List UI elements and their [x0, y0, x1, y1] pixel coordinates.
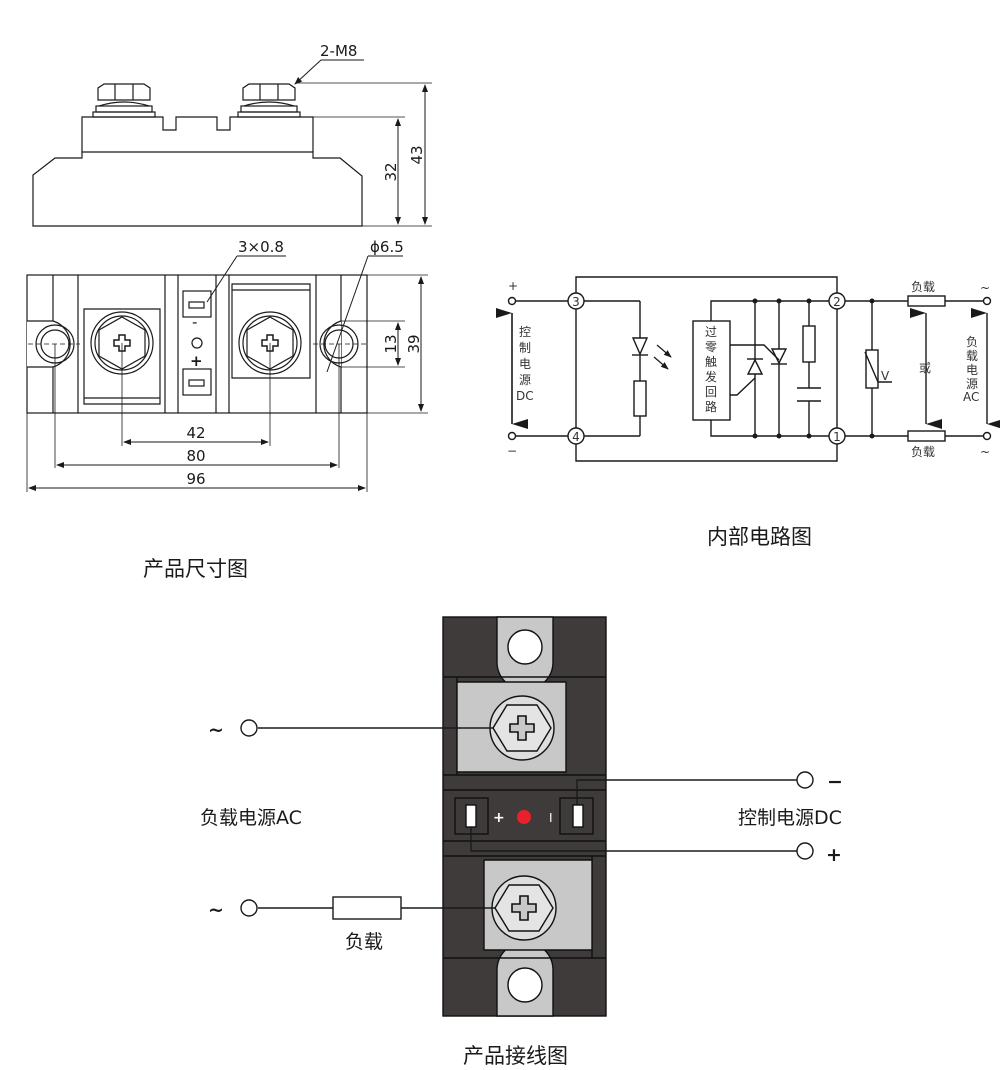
ac-tilde-bottom: ~ [980, 445, 990, 459]
svg-text:载: 载 [966, 349, 978, 363]
pin-plus-mark: + [190, 352, 203, 370]
trigger-block-label: 过 零 触 发 回 路 [705, 325, 717, 414]
svg-text:DC: DC [516, 389, 534, 403]
top-view [26, 255, 428, 492]
length-label: 96 [186, 470, 205, 488]
side-view [32, 59, 432, 227]
side-base [32, 151, 363, 227]
load-bottom-label: 负载 [911, 445, 935, 459]
or-label: 或 [919, 361, 931, 375]
ac-source-label: 负 载 电 源 AC [963, 335, 979, 404]
internal-circuit [507, 276, 992, 462]
side-top-block [81, 116, 314, 152]
svg-text:AC: AC [963, 390, 979, 404]
svg-text:控: 控 [519, 325, 531, 339]
screw-spec-label: 2-M8 [320, 42, 357, 60]
terminal-circles [567, 292, 846, 445]
load-top-label: 负载 [911, 280, 935, 294]
module-minus-mark: I [549, 811, 553, 825]
dc-source-label-wiring: 控制电源DC [738, 807, 842, 829]
terminal-3-label: 3 [572, 295, 580, 309]
svg-text:源: 源 [519, 373, 531, 387]
varistor-label: V [881, 369, 890, 383]
svg-text:发: 发 [705, 369, 717, 384]
wiring-lines [240, 719, 814, 920]
svg-text:制: 制 [519, 341, 531, 355]
svg-text:零: 零 [705, 340, 717, 354]
left-nut [92, 83, 156, 118]
module-plus-mark: + [493, 810, 505, 826]
svg-text:源: 源 [966, 377, 978, 391]
junction-dots [752, 298, 875, 439]
svg-text:电: 电 [966, 363, 978, 377]
ac-tilde-top: ~ [980, 281, 990, 295]
svg-text:电: 电 [519, 357, 531, 371]
hole-diameter-label: ϕ6.5 [370, 238, 404, 256]
pin-size-label: 3×0.8 [238, 238, 284, 256]
width-label: 39 [405, 334, 423, 353]
control-label: 控 制 电 源 DC [516, 325, 534, 403]
dc-plus-wiring: + [826, 844, 842, 866]
ac-source-label-wiring: 负载电源AC [200, 807, 302, 829]
body-height-label: 32 [382, 162, 400, 181]
dc-plus-label: + [508, 279, 518, 293]
pad-width-label: 13 [382, 334, 400, 353]
terminal-1-label: 1 [833, 430, 841, 444]
wiring-diagram-caption: 产品接线图 [463, 1044, 568, 1068]
svg-text:过: 过 [705, 325, 717, 339]
status-led [517, 810, 531, 824]
terminal-spacing-label: 42 [186, 424, 205, 442]
ac-tilde-top-wiring: ~ [208, 719, 224, 741]
svg-text:回: 回 [705, 385, 717, 399]
dc-minus-wiring: − [827, 771, 843, 793]
internal-circuit-caption: 内部电路图 [707, 525, 812, 549]
ac-tilde-bottom-wiring: ~ [208, 899, 224, 921]
svg-text:负: 负 [966, 335, 978, 349]
load-label-wiring: 负载 [345, 931, 383, 953]
dc-minus-label: − [507, 444, 517, 458]
svg-text:路: 路 [705, 399, 717, 414]
svg-text:触: 触 [705, 355, 717, 369]
pin-minus-mark: - [192, 313, 197, 331]
hole-spacing-label: 80 [186, 447, 205, 465]
terminal-2-label: 2 [833, 295, 841, 309]
right-nut [237, 83, 301, 118]
terminal-4-label: 4 [572, 430, 580, 444]
total-height-label: 43 [408, 145, 426, 164]
dimension-drawing-caption: 产品尺寸图 [143, 557, 248, 581]
